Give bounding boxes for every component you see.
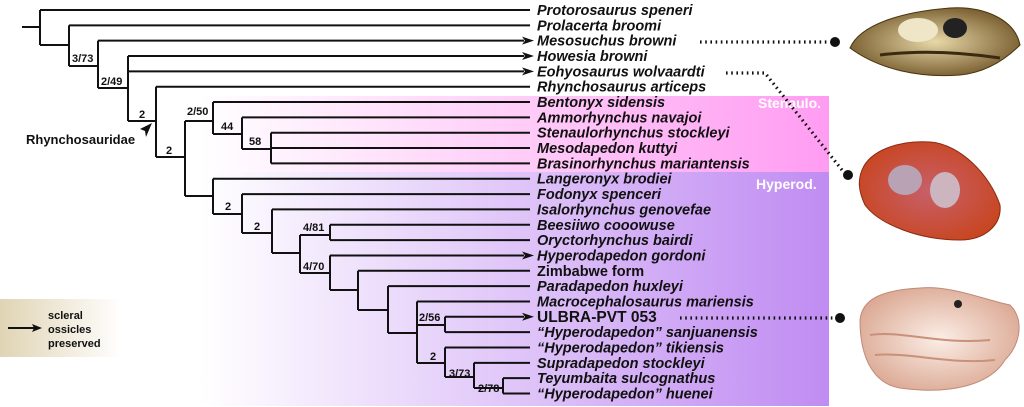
stenaulo-label: Stenaulo. — [758, 95, 821, 111]
support-value: 44 — [221, 121, 234, 133]
taxon-label: Hyperodapedon gordoni — [537, 248, 706, 264]
support-value: 2 — [430, 351, 436, 363]
taxon-label: Teyumbaita sulcognathus — [537, 371, 715, 387]
hyperod-clade-box — [200, 172, 829, 406]
support-value: 2 — [254, 221, 260, 233]
connector-dot — [835, 313, 845, 323]
taxon-label: Eohyosaurus wolvaardti — [537, 64, 706, 80]
support-value: 58 — [249, 136, 261, 148]
taxon-label: Langeronyx brodiei — [537, 172, 673, 188]
support-value: 2/78 — [478, 383, 499, 395]
taxon-label: Mesodapedon kuttyi — [537, 141, 678, 157]
support-value: 2/49 — [101, 76, 122, 88]
skull-image-eohyosaurus — [858, 141, 1001, 241]
taxon-label: “Hyperodapedon” huenei — [537, 387, 714, 403]
skull-image-mesosuchus — [849, 7, 1021, 77]
arrow-icon — [522, 251, 534, 260]
rhynchosauridae-pointer-icon — [140, 123, 152, 137]
taxon-label: Rhynchosaurus articeps — [537, 80, 706, 96]
connector-dot — [830, 37, 840, 47]
tree-branches — [22, 9, 534, 395]
arrow-icon — [522, 312, 534, 321]
stenaulo-clade-box — [200, 96, 829, 172]
taxon-label: Mesosuchus browni — [537, 34, 677, 50]
support-value: 2 — [139, 109, 145, 121]
support-value: 4/70 — [303, 261, 324, 273]
taxon-label: Isalorhynchus genovefae — [537, 202, 711, 218]
taxon-label: Supradapedon stockleyi — [537, 356, 706, 372]
taxon-label: Stenaulorhynchus stockleyi — [537, 126, 731, 142]
taxon-label: Beesiiwo cooowuse — [537, 218, 675, 234]
taxon-label: Prolacerta broomi — [537, 18, 662, 34]
legend-text-1: scleral — [48, 310, 83, 322]
support-value: 4/81 — [303, 222, 324, 234]
taxon-label: Oryctorhynchus bairdi — [537, 233, 693, 249]
support-value: 2 — [166, 145, 172, 157]
hyperod-label: Hyperod. — [756, 176, 817, 192]
taxon-label: Bentonyx sidensis — [537, 95, 665, 111]
taxon-label: “Hyperodapedon” tikiensis — [537, 340, 724, 356]
rhynchosauridae-label: Rhynchosauridae — [26, 132, 135, 147]
taxon-label: “Hyperodapedon” sanjuanensis — [537, 325, 758, 341]
taxon-label: Brasinorhynchus mariantensis — [537, 156, 750, 172]
arrow-icon — [522, 52, 534, 61]
taxon-label: Macrocephalosaurus mariensis — [537, 294, 754, 310]
connector-dot — [843, 170, 853, 180]
arrow-icon — [522, 36, 534, 45]
support-values: 3/73 2/49 2 2 2/50 44 58 2 2 4/81 4/70 2/56 2 3/73 2/7… — [72, 53, 499, 395]
taxon-label: ULBRA-PVT 053 — [537, 309, 657, 326]
skull-image-ulbra-pvt-053 — [859, 287, 1020, 391]
taxon-label: Howesia browni — [537, 49, 648, 65]
taxon-label: Fodonyx spenceri — [537, 187, 662, 203]
taxon-label: Paradapedon huxleyi — [537, 279, 684, 295]
taxon-label: Zimbabwe form — [537, 264, 644, 280]
arrow-icon — [522, 67, 534, 76]
arrow-icon — [32, 324, 42, 332]
legend-text-3: preserved — [48, 338, 101, 350]
support-value: 3/73 — [72, 53, 93, 65]
legend: scleral ossicles preserved — [0, 299, 122, 357]
taxon-label: Ammorhynchus navajoi — [536, 110, 702, 126]
legend-text-2: ossicles — [48, 324, 91, 336]
support-value: 2/56 — [419, 312, 440, 324]
support-value: 3/73 — [449, 368, 470, 380]
taxon-label: Protorosaurus speneri — [537, 3, 693, 19]
support-value: 2/50 — [187, 106, 208, 118]
support-value: 2 — [225, 201, 231, 213]
